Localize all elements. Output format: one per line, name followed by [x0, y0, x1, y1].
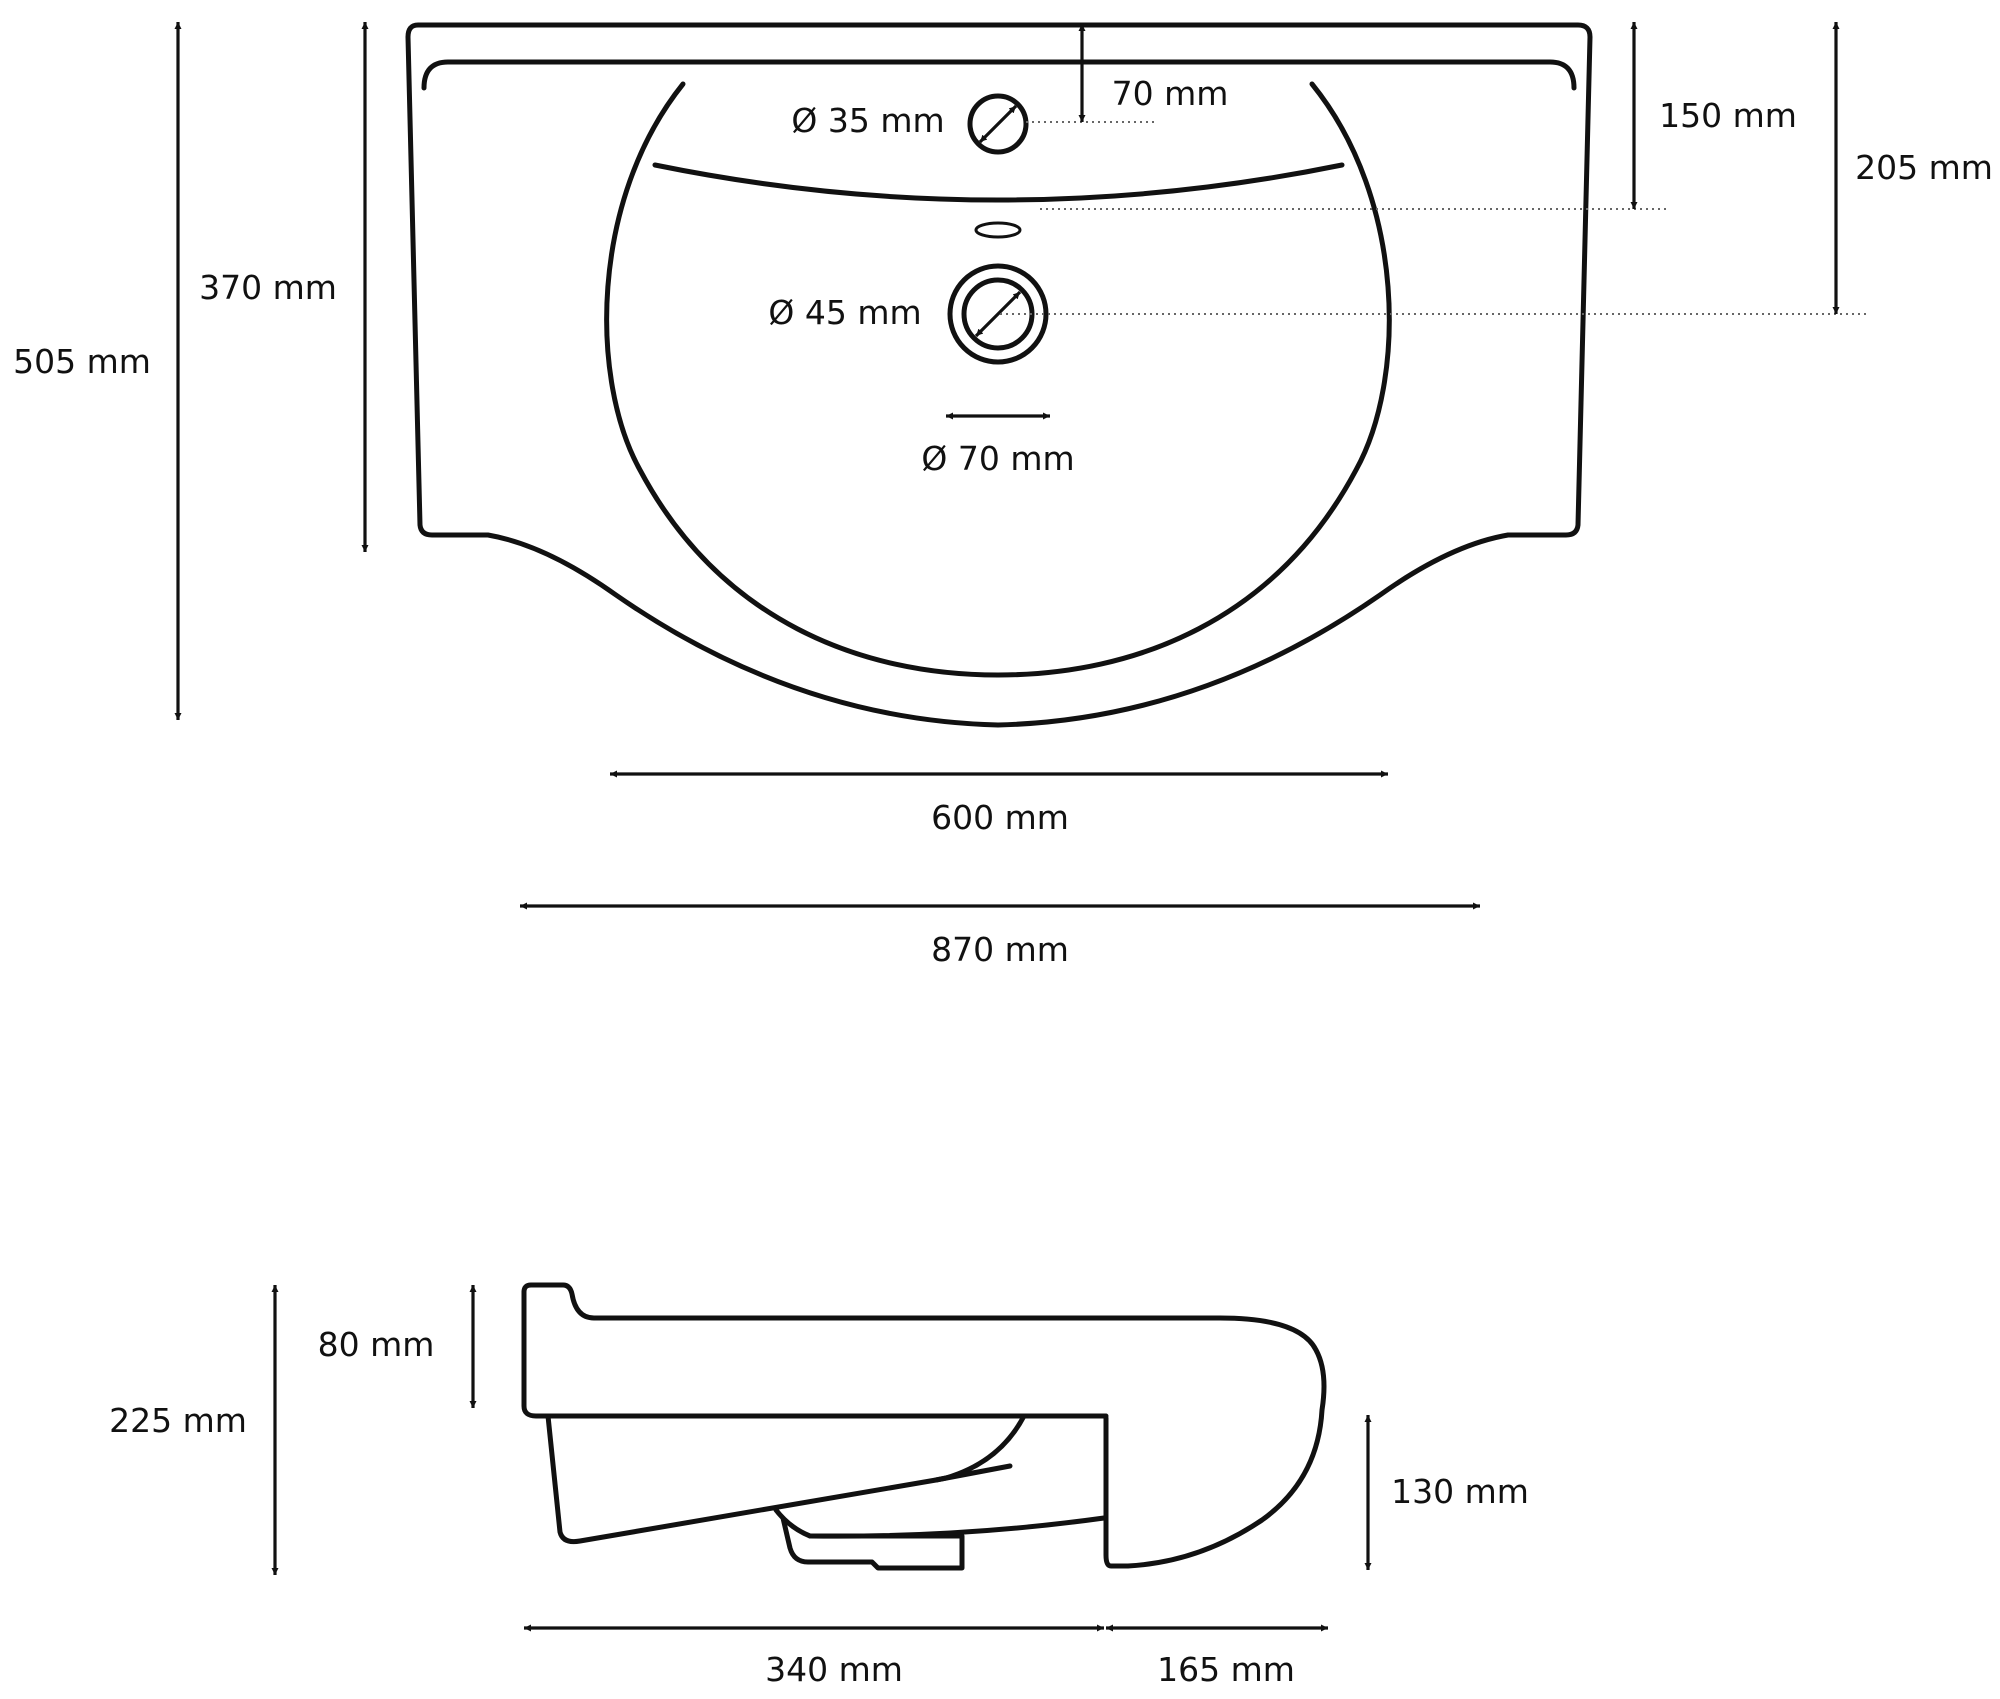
overall-depth-label: 505 mm: [13, 342, 151, 381]
side-bowl-underside: [545, 1413, 939, 1545]
tap-hole-diameter-label: Ø 35 mm: [791, 101, 944, 140]
deck-edge-curve: [652, 162, 1345, 203]
side-rim-height-label: 80 mm: [318, 1325, 435, 1364]
tap-hole-diameter-arrow: [978, 104, 1018, 144]
drain-diameter-label: Ø 45 mm: [768, 293, 921, 332]
tap-hole: [967, 93, 1029, 155]
side-front-height-label: 130 mm: [1391, 1472, 1529, 1511]
basin-outer-outline: [405, 22, 1593, 728]
side-bowl-bottom: [933, 1463, 1013, 1483]
drain-diameter-arrow: [974, 290, 1022, 338]
side-bowl-front-base: [807, 1515, 1107, 1539]
drain-outer: [947, 263, 1049, 365]
back-rim-line: [421, 59, 1577, 91]
side-slab-outline: [521, 1289, 1109, 1419]
overall-width-label: 870 mm: [931, 930, 1069, 969]
overflow-slot: [974, 221, 1022, 239]
top-view: 505 mm 370 mm 70 mm Ø 35 mm 150 mm 205 m…: [13, 22, 1993, 969]
drain-outer-label: Ø 70 mm: [921, 439, 1074, 478]
side-body-outline: [521, 1282, 1327, 1569]
tap-hole-offset-label: 70 mm: [1112, 74, 1229, 113]
side-view: 225 mm 80 mm 130 mm 340 mm 165 mm: [109, 1282, 1529, 1689]
bowl-width-label: 600 mm: [931, 798, 1069, 837]
side-front-overhang-label: 165 mm: [1157, 1650, 1295, 1689]
drain-offset-label: 205 mm: [1855, 148, 1993, 187]
side-drain-spigot: [773, 1507, 965, 1571]
side-overall-height-label: 225 mm: [109, 1401, 247, 1440]
bowl-depth-label: 370 mm: [199, 268, 337, 307]
overflow-offset-label: 150 mm: [1659, 96, 1797, 135]
bowl-outline: [604, 81, 1392, 678]
side-bowl-length-label: 340 mm: [765, 1650, 903, 1689]
